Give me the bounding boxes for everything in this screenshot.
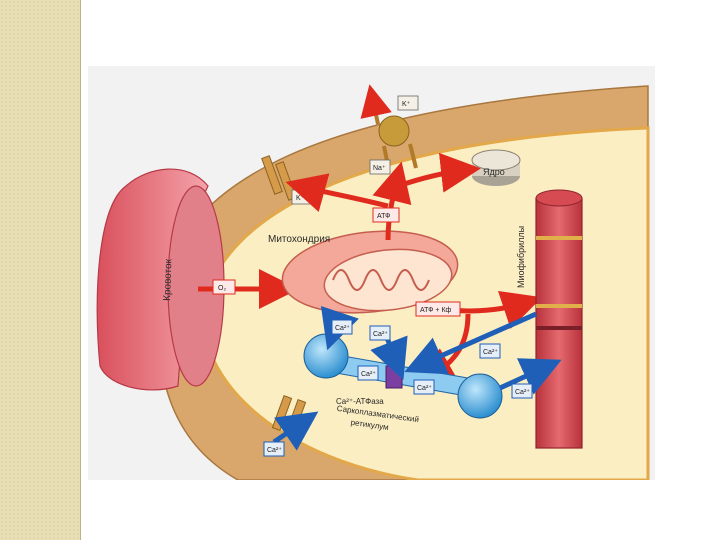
ca-box-1 [331,319,353,335]
muscle-cell-diagram: Кровоток O₂ Митохондрия Ядро [88,66,655,480]
ca-arrows [272,305,562,451]
na-k-pump [360,84,418,169]
k-top-box [397,95,419,111]
ca-box-3 [479,343,501,359]
ca-label-2: Ca²⁺ [373,331,388,338]
nucleus-label: Ядро [483,167,505,177]
k-left-label: K⁺ [296,195,305,202]
o2-label: O₂ [218,285,226,292]
na-label: Na⁺ [373,165,386,172]
atp-box [372,207,400,223]
myofibrils-label: Миофибриллы [516,226,526,288]
myofibrils [535,189,583,449]
nucleus [471,149,521,186]
diagram-canvas: Кровоток O₂ Митохондрия Ядро [88,66,655,480]
ca-atpase-label: Ca²⁺-АТФаза [336,397,384,406]
ca-box-5 [413,379,435,395]
atp-arrows [285,152,481,241]
atp-label: АТФ [377,213,391,220]
blood-vessel [96,168,225,391]
mitochondrion [281,230,459,314]
ca-label-1: Ca²⁺ [335,325,350,332]
o2-box [212,279,236,295]
ca-label-7: Ca²⁺ [267,447,282,454]
decorative-side-strip [0,0,81,540]
mitochondria-label: Митохондрия [268,234,330,245]
atp-cp-box [415,301,461,317]
blood-label: Кровоток [162,258,174,301]
atp-cp-label: АТФ + Кф [420,307,452,314]
ca-label-4: Ca²⁺ [361,371,376,378]
ca-box-2 [369,325,391,341]
ca-box-6 [511,383,533,399]
ca-box-4 [357,365,379,381]
ca-label-6: Ca²⁺ [515,389,530,396]
k-top-label: K⁺ [402,101,411,108]
ca-box-7 [263,441,285,457]
ca-label-3: Ca²⁺ [483,349,498,356]
ca-label-5: Ca²⁺ [417,385,432,392]
